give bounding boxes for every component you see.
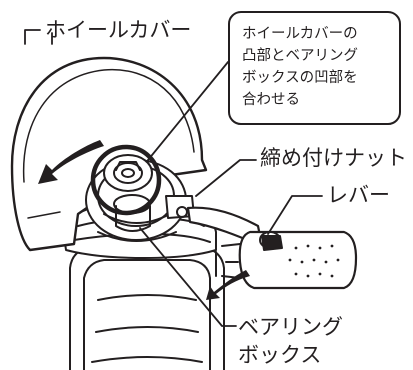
callout-line: 合わせる [242,92,300,108]
instruction-callout: ホイールカバーの 凸部とベアリング ボックスの凹部を 合わせる [228,11,401,125]
callout-line: ホイールカバーの [242,26,358,42]
spindle [103,154,153,192]
leader-lines [24,29,323,327]
curved-arrow-icon [38,140,104,184]
lock-nut-label: 締め付けナット [260,146,407,170]
callout-line: ボックスの凹部を [242,70,358,86]
callout-line: 凸部とベアリング [242,48,358,64]
curved-arrow-icon [206,270,250,300]
bearing-box-label-line1: ベアリング [238,315,343,339]
side-handle [215,230,358,290]
bearing-box-label-line2: ボックス [238,343,322,367]
notch-highlight-circle [90,144,162,216]
lever-label: レバー [327,183,390,207]
grip-dots [288,244,340,278]
wheel-cover-label: ホイールカバー [45,18,192,42]
grinder-body [69,245,225,370]
